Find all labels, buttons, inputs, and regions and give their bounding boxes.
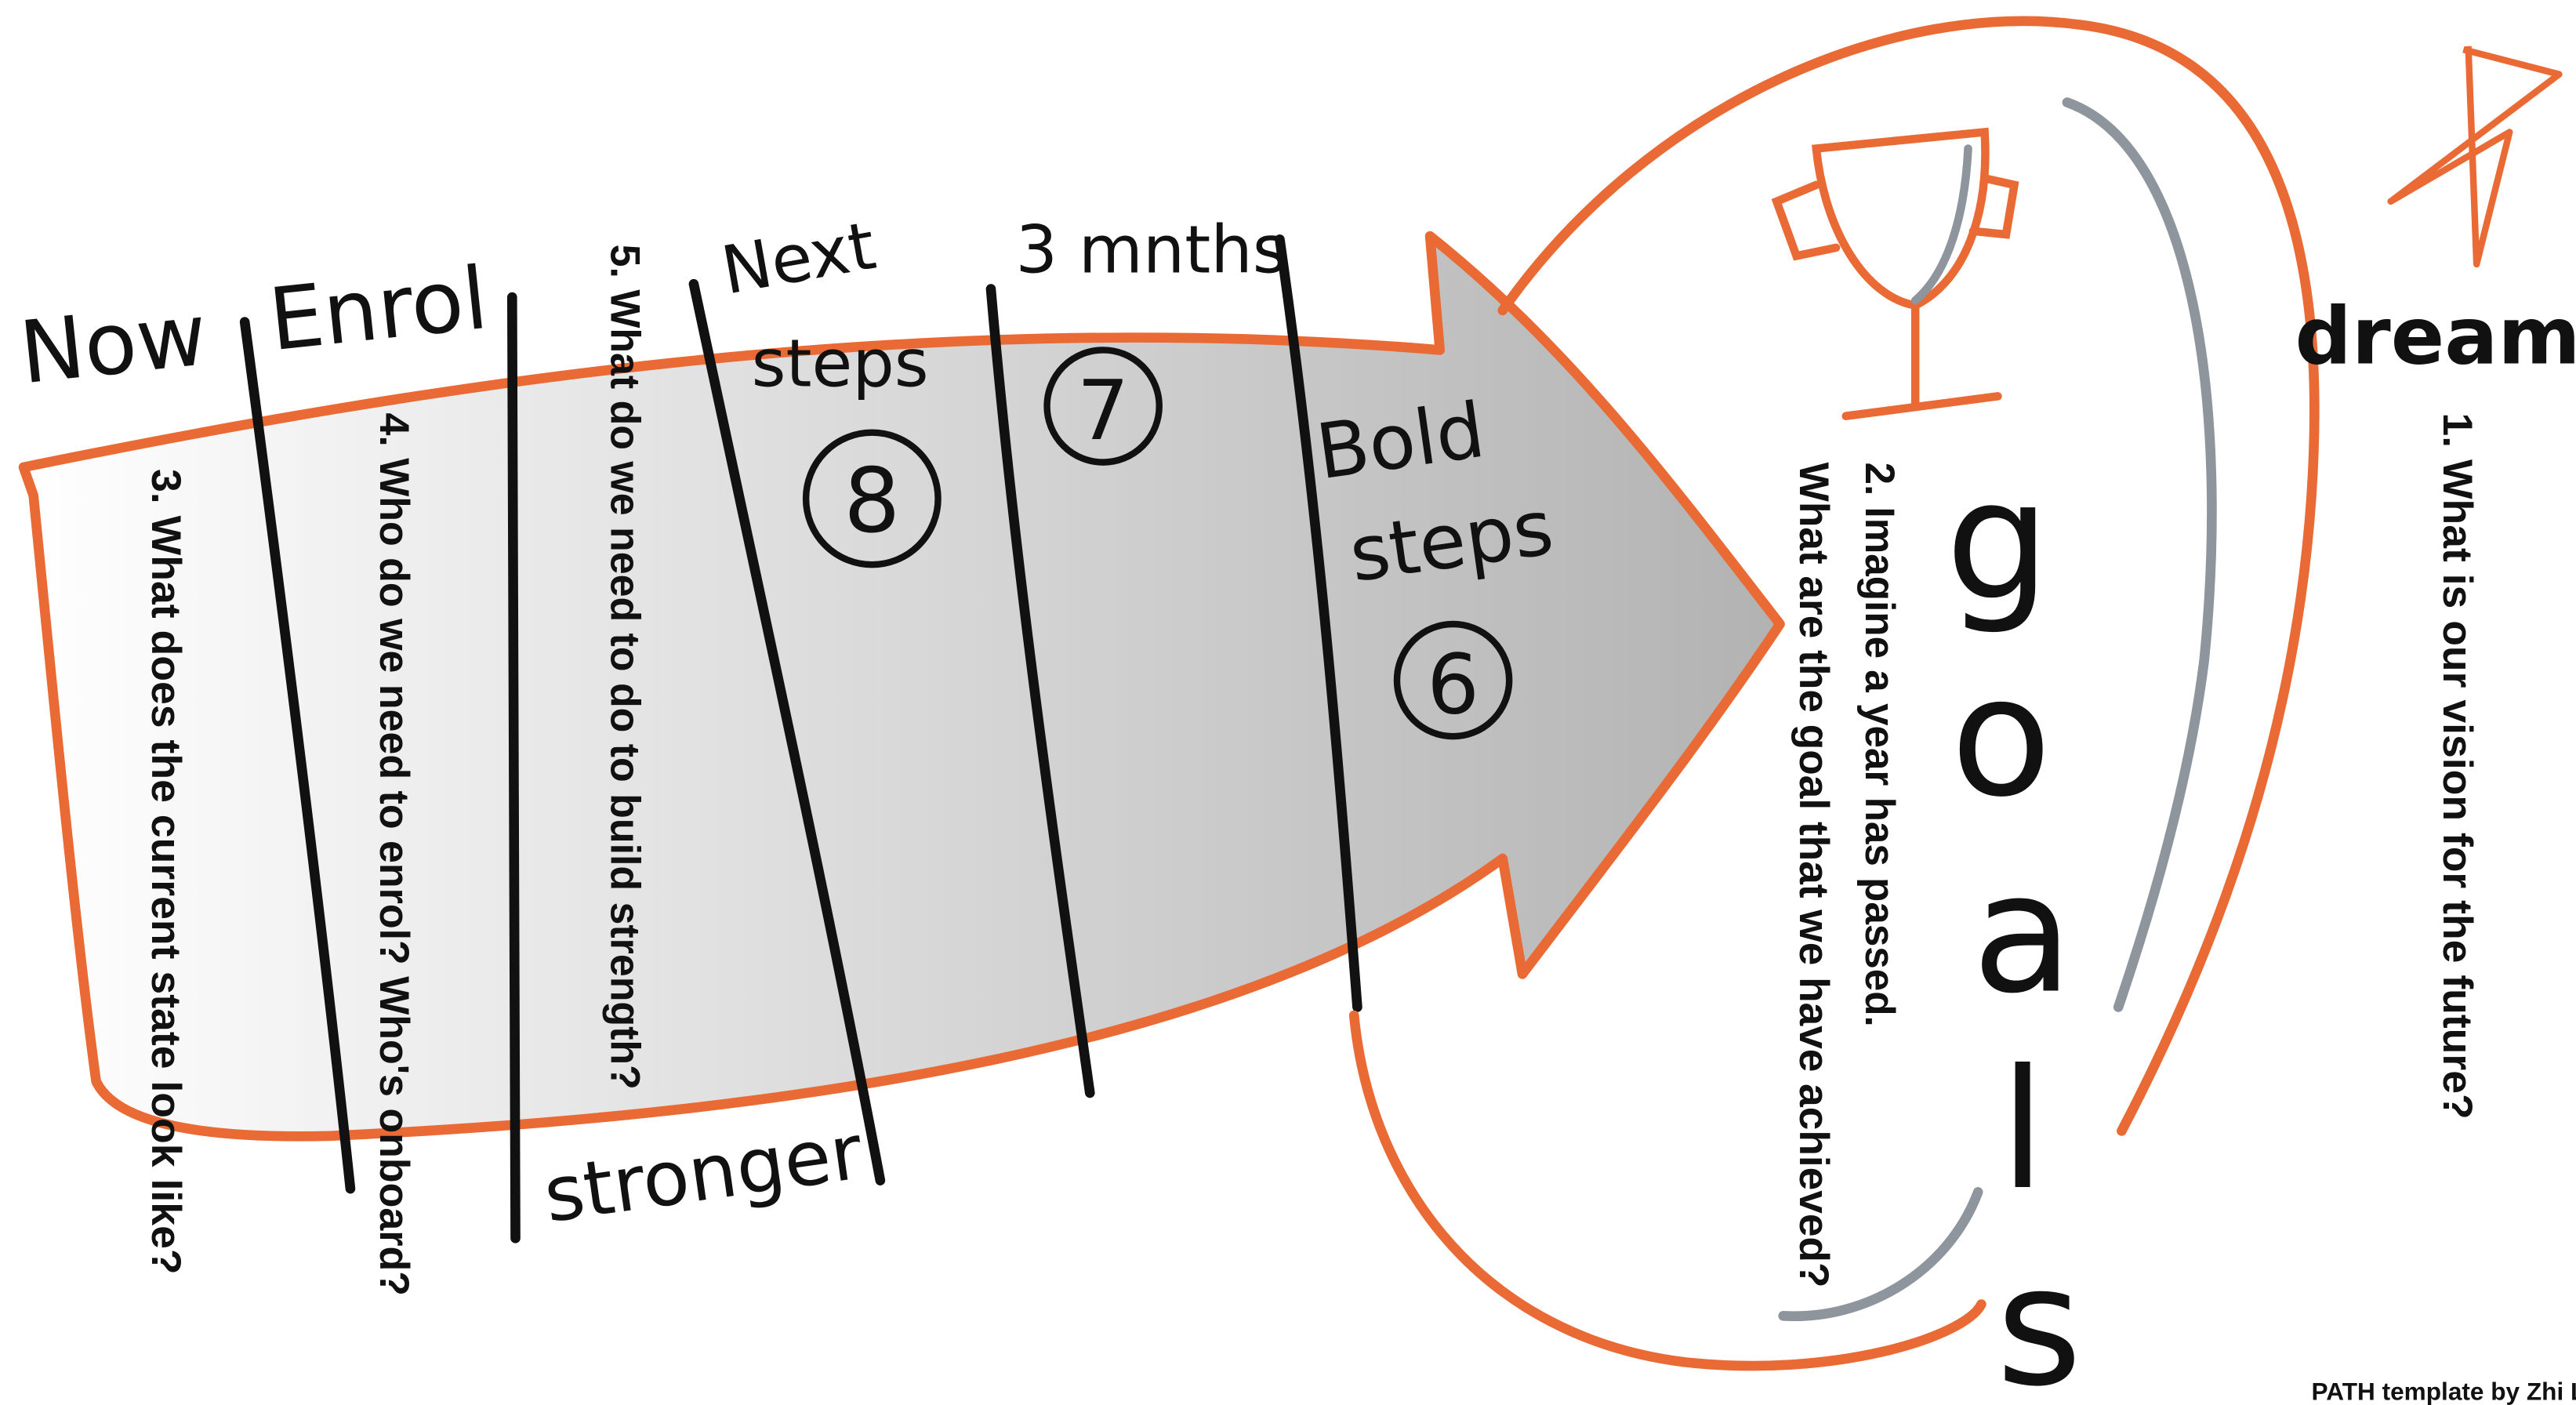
goals-loop [1497, 16, 2320, 1136]
label-next-steps: steps [752, 325, 929, 402]
label-now: Now [15, 284, 212, 403]
svg-text:a: a [1972, 837, 2073, 1029]
label-3-months: 3 mnths [1016, 211, 1287, 288]
step-bold: 6 [1393, 620, 1513, 740]
label-goals: g o a l s [1946, 445, 2082, 1405]
label-dream: dream [2295, 289, 2576, 382]
question-1: 1. What is our vision for the future? [2434, 412, 2480, 1119]
step-next: 8 [802, 429, 942, 568]
svg-text:6: 6 [1427, 637, 1479, 733]
gray-curve-right [2062, 97, 2217, 1012]
question-4: 4. Who do we need to enrol? Who's onboar… [371, 412, 417, 1296]
goals-loop-bottom [1348, 1010, 1986, 1371]
svg-text:g: g [1946, 445, 2051, 637]
trophy-icon [1771, 127, 2019, 420]
question-5: 5. What do we need to do to build streng… [602, 245, 648, 1090]
path-arrow [18, 231, 1785, 1142]
question-3: 3. What does the current state look like… [143, 469, 189, 1275]
svg-text:s: s [1996, 1231, 2082, 1405]
label-next: Next [716, 207, 880, 310]
credit: PATH template by Zhi Lee [2312, 1378, 2576, 1405]
svg-text:8: 8 [844, 448, 900, 553]
star-icon [2387, 45, 2563, 268]
svg-text:l: l [2000, 1034, 2046, 1226]
question-2b: What are the goal that we have achieved? [1791, 463, 1837, 1288]
label-enrol: Enrol [264, 248, 492, 370]
gray-curve-bottom [1778, 1187, 1983, 1322]
step-3-months: 7 [1043, 347, 1163, 466]
svg-text:7: 7 [1077, 362, 1130, 459]
svg-text:o: o [1950, 641, 2052, 833]
label-stronger: stronger [539, 1107, 868, 1240]
divider-lines [239, 234, 1362, 1243]
question-2a: 2. Imagine a year has passed. [1856, 463, 1903, 1027]
